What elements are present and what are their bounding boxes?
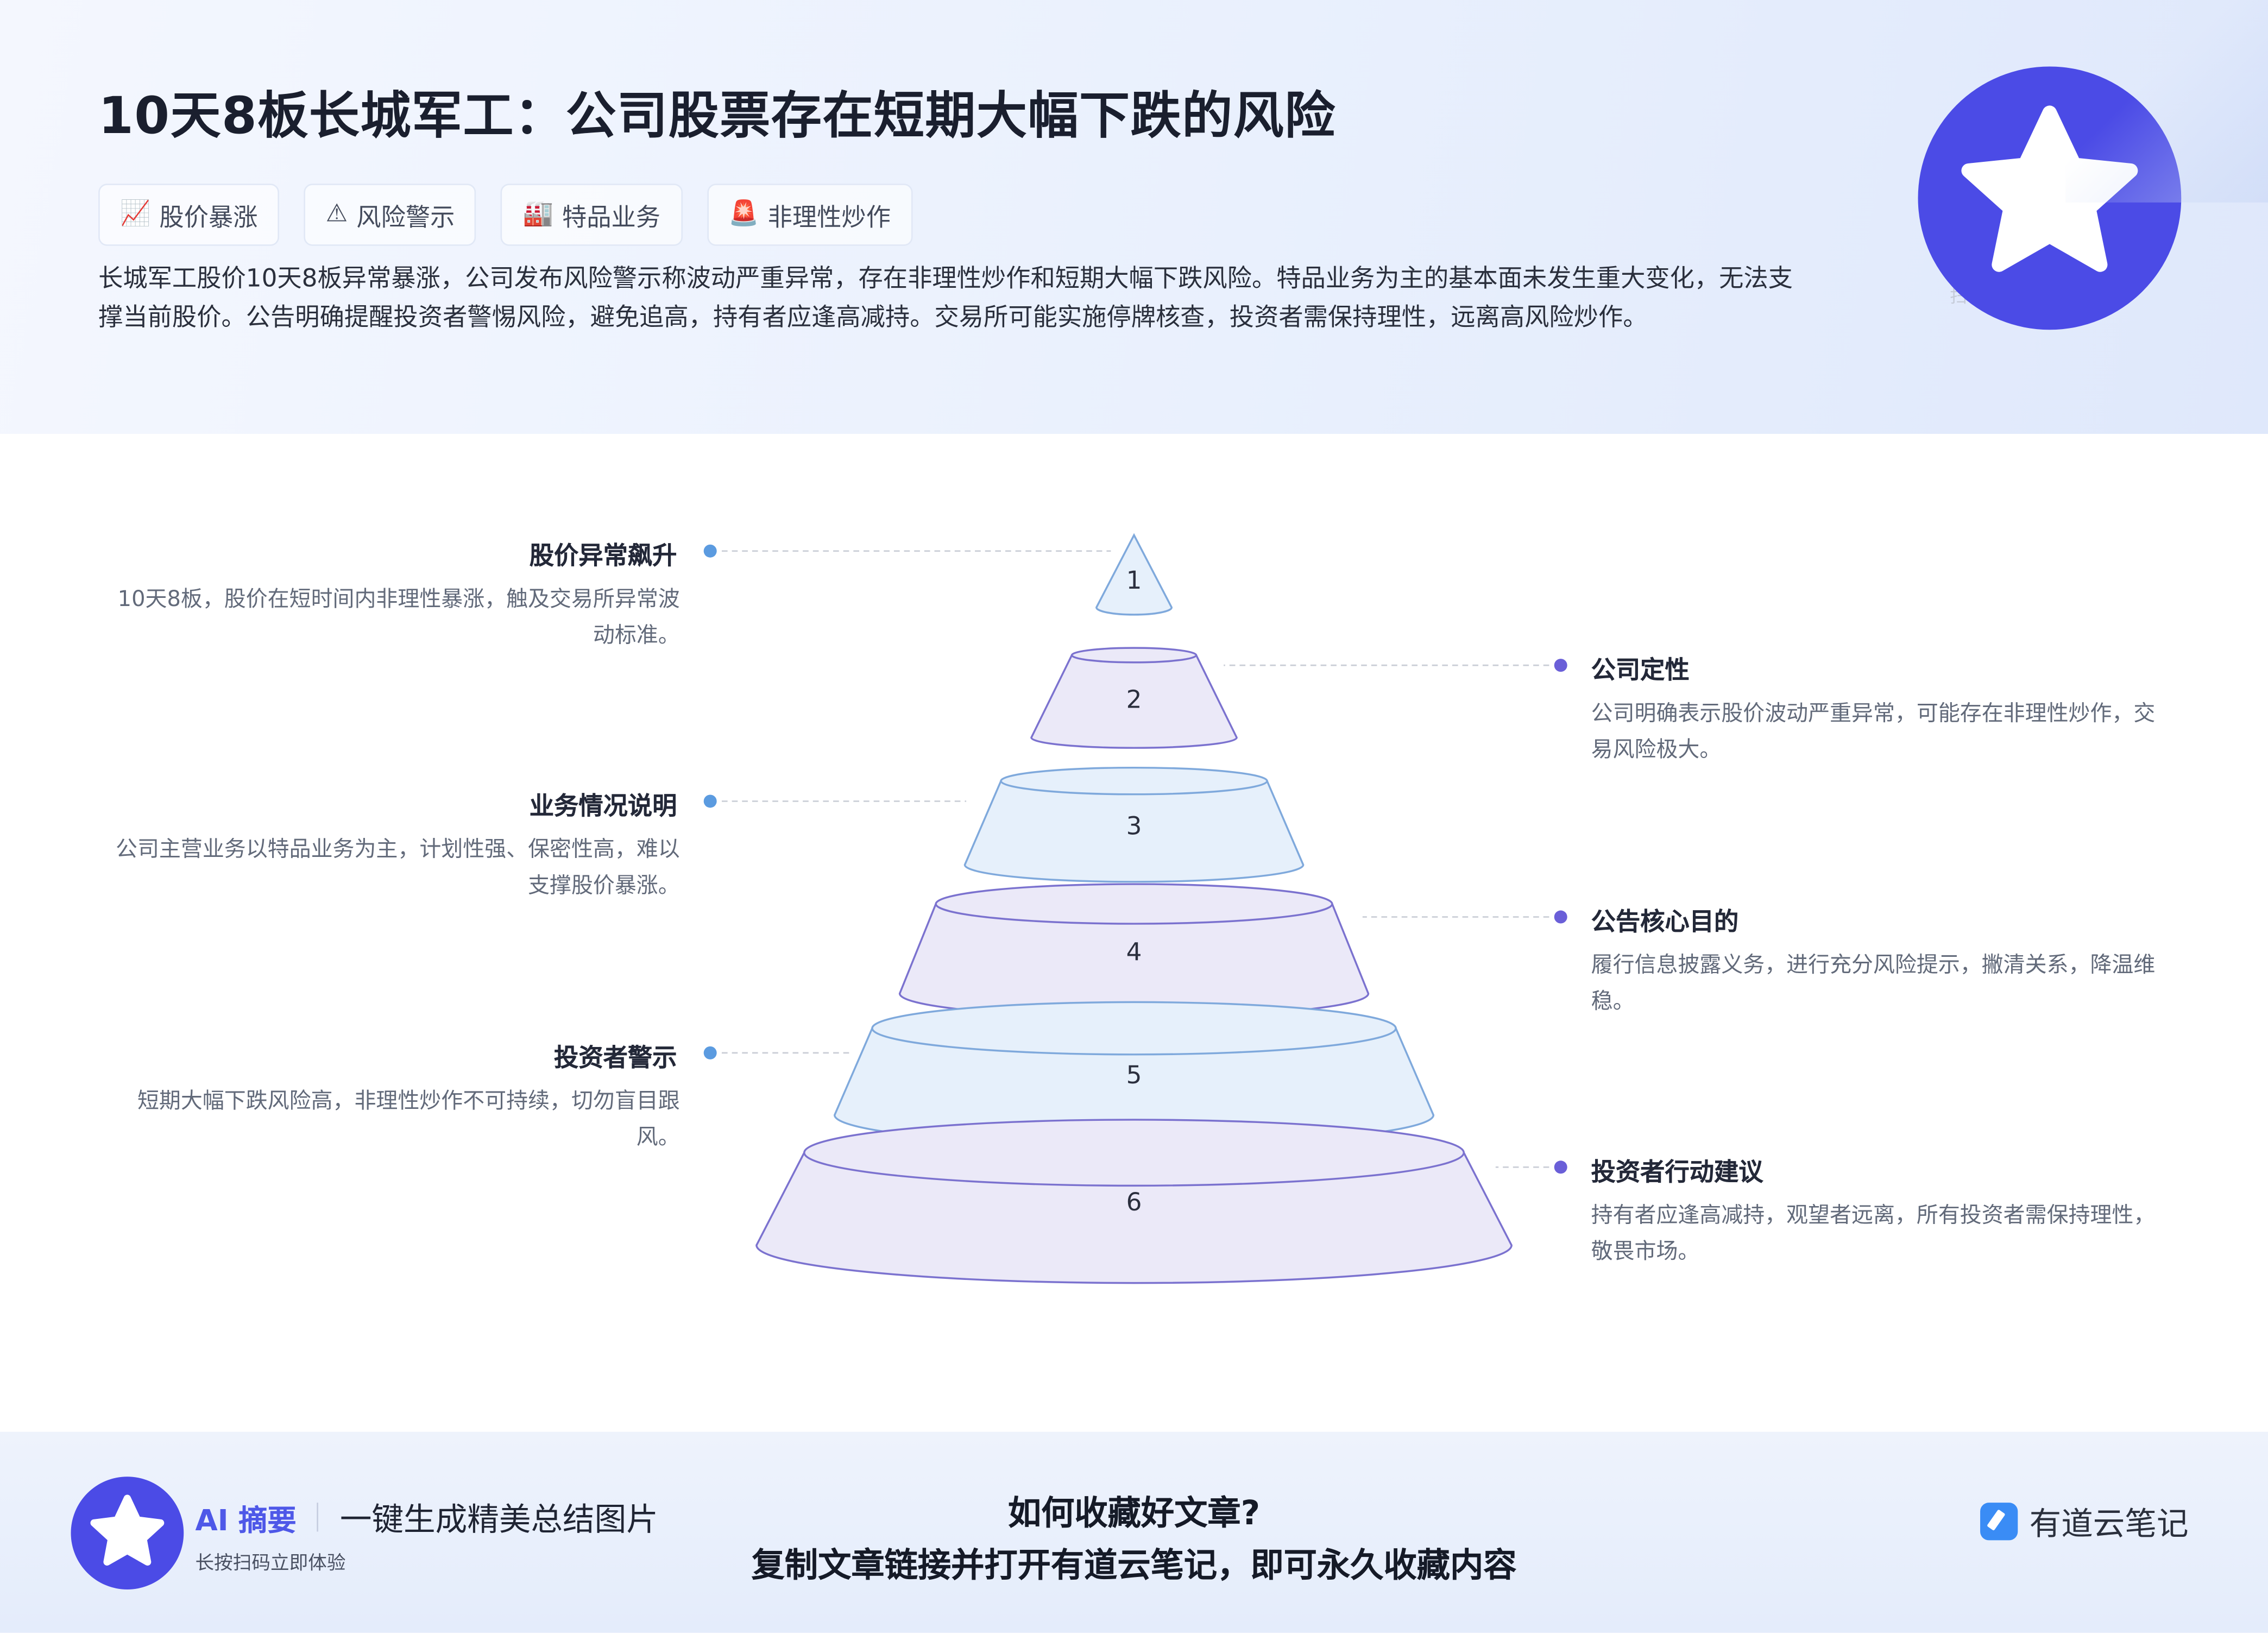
pyramid-level-5: 5 (703, 1001, 1435, 1146)
pyramid-level-number: 2 (1126, 685, 1142, 714)
level-title: 股价异常飙升 (529, 542, 677, 572)
header-banner: 10天8板长城军工：公司股票存在短期大幅下跌的风险 📈 股价暴涨 ⚠ 风险警示 … (0, 0, 2268, 434)
pyramid-segment (963, 780, 1305, 883)
pyramid-level-number: 1 (1126, 566, 1142, 595)
youdao-note-name: 有道云笔记 (2029, 1507, 2189, 1543)
level-title: 业务情况说明 (529, 792, 677, 822)
save-tip-question: 如何收藏好文章? (1007, 1495, 1261, 1534)
pyramid-segment-top (1000, 766, 1268, 796)
youdao-note-brand[interactable]: 有道云笔记 (1980, 1498, 2189, 1544)
pyramid-segment (1095, 533, 1173, 616)
brand-divider (317, 1503, 318, 1532)
level-description: 持有者应逢高减持，观望者远离，所有投资者需保持理性，敬畏市场。 (1591, 1202, 2156, 1264)
pyramid-level-number: 5 (1126, 1061, 1142, 1089)
pyramid-segment-top (935, 883, 1333, 925)
connector-dot (703, 1046, 717, 1059)
pyramid-level-1: 1 (703, 533, 1173, 616)
level-description: 短期大幅下跌风险高，非理性炒作不可持续，切勿盲目跟风。 (137, 1087, 680, 1150)
pyramid-segment (755, 1151, 1513, 1284)
connector-dot (703, 794, 717, 808)
pyramid-level-3: 3 (703, 766, 1305, 883)
level-description: 10天8板，股价在短时间内非理性暴涨，触及交易所异常波动标准。 (117, 585, 680, 648)
tag-label: 股价暴涨 (159, 204, 258, 233)
pyramid-segment-top (871, 1001, 1397, 1056)
tag-label: 特品业务 (562, 204, 661, 233)
factory-icon: 🏭 (522, 199, 553, 229)
save-tip-answer: 复制文章链接并打开有道云笔记，即可永久收藏内容 (751, 1547, 1517, 1585)
footer: AI 摘要 一键生成精美总结图片 长按扫码立即体验 如何收藏好文章? 复制文章链… (0, 1431, 2268, 1633)
warning-icon: ⚠ (325, 199, 348, 229)
tag-risk-warning: ⚠ 风险警示 (304, 184, 477, 246)
ai-summary-brand: AI 摘要 (195, 1503, 297, 1538)
pyramid-segment-top (803, 1119, 1465, 1187)
pyramid-level-2: 2 (1030, 647, 1567, 749)
connector-dot (1554, 659, 1567, 672)
pyramid-segment (1030, 654, 1238, 749)
level-description: 公司明确表示股价波动严重异常，可能存在非理性炒作，交易风险极大。 (1591, 700, 2156, 762)
tag-irrational-speculation: 🚨 非理性炒作 (707, 184, 912, 246)
connector-dot (703, 544, 717, 558)
star-icon (90, 1494, 165, 1566)
tag-stock-surge: 📈 股价暴涨 (98, 184, 280, 246)
level-title: 投资者警示 (554, 1044, 677, 1074)
pyramid-level-number: 4 (1126, 937, 1142, 966)
level-title: 公司定性 (1591, 657, 1690, 686)
pyramid-level-number: 3 (1126, 812, 1142, 841)
tag-label: 非理性炒作 (767, 204, 891, 233)
note-pen-icon (1980, 1503, 2018, 1541)
level-description: 公司主营业务以特品业务为主，计划性强、保密性高，难以支撑股价暴涨。 (116, 836, 680, 898)
page-title: 10天8板长城军工：公司股票存在短期大幅下跌的风险 (98, 88, 1336, 146)
pyramid-level-number: 6 (1126, 1188, 1142, 1216)
tag-label: 风险警示 (356, 204, 455, 233)
connector-dot (1554, 910, 1567, 924)
level-description: 履行信息披露义务，进行充分风险提示，撇清关系，降温维稳。 (1591, 951, 2156, 1014)
level-title: 投资者行动建议 (1591, 1158, 1763, 1188)
chart-up-icon: 📈 (120, 199, 151, 229)
tag-special-business: 🏭 特品业务 (501, 184, 682, 246)
summary-text: 长城军工股价10天8板异常暴涨，公司发布风险警示称波动严重异常，存在非理性炒作和… (98, 264, 1793, 333)
pyramid-level-4: 4 (898, 883, 1567, 1018)
logo-star-small[interactable] (71, 1477, 184, 1589)
level-title: 公告核心目的 (1591, 908, 1739, 937)
ai-summary-slogan: 一键生成精美总结图片 (339, 1503, 658, 1539)
save-tip: 如何收藏好文章? 复制文章链接并打开有道云笔记，即可永久收藏内容 (0, 1485, 2268, 1586)
pyramid-segment-top (1070, 647, 1198, 664)
scan-hint: 长按扫码立即体验 (195, 1553, 346, 1575)
siren-icon: 🚨 (728, 199, 759, 229)
connector-dot (1554, 1160, 1567, 1174)
tag-list: 📈 股价暴涨 ⚠ 风险警示 🏭 特品业务 🚨 非理性炒作 (98, 184, 912, 246)
pyramid-level-6: 6 (755, 1119, 1567, 1284)
